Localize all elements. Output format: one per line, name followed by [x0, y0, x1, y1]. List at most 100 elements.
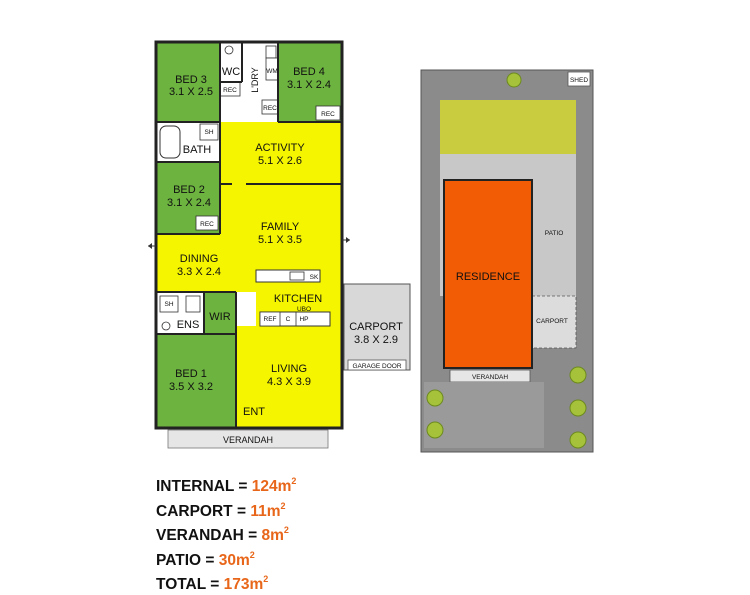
sink-label: SK: [310, 274, 319, 281]
summary-sup: 2: [263, 574, 269, 584]
activity-dims: 5.1 X 2.6: [258, 155, 302, 167]
bed3-label: BED 3: [175, 74, 207, 86]
bed4-rec-label: REC: [321, 111, 335, 118]
entry-label: ENT: [243, 406, 265, 418]
site-carport-label: CARPORT: [536, 318, 568, 325]
residence-block: [443, 179, 533, 369]
ensuite-toilet-icon: [161, 321, 171, 331]
carport-label: CARPORT: [349, 321, 403, 333]
summary-sup: 2: [249, 549, 255, 560]
summary-patio: PATIO = 30m2: [156, 546, 296, 571]
summary-verandah: VERANDAH = 8m2: [156, 521, 296, 546]
laundry-tub: [265, 45, 277, 59]
bath-label: BATH: [183, 144, 212, 156]
laundry-label: L'DRY: [250, 67, 260, 93]
site-plan: SHED RESIDENCE PATIO CARPORT VERANDAH: [420, 69, 594, 453]
fridge-space: [259, 311, 281, 327]
summary-label: VERANDAH =: [156, 527, 262, 544]
patio-label: PATIO: [545, 230, 564, 237]
wc-label: WC: [222, 66, 240, 78]
bed2-label: BED 2: [173, 184, 205, 196]
living-label: LIVING: [271, 363, 307, 375]
summary-value: 124m: [251, 478, 292, 495]
tree-icon: [569, 366, 587, 384]
tree-icons: [426, 72, 587, 449]
kitchen-sink-box: [289, 271, 305, 281]
summary-carport: CARPORT = 11m2: [156, 497, 296, 522]
residence-label: RESIDENCE: [456, 271, 520, 283]
family-label: FAMILY: [261, 221, 300, 233]
dining-room: [156, 234, 256, 292]
summary-total: TOTAL = 173m2: [156, 570, 296, 595]
summary-label: INTERNAL =: [156, 478, 252, 495]
tree-icon: [569, 431, 587, 449]
activity-label: ACTIVITY: [255, 142, 305, 154]
bathtub: [159, 125, 181, 159]
bed3-rec-label: REC: [223, 87, 237, 94]
bath-shower-label: SH: [204, 129, 213, 136]
tree-icon: [569, 399, 587, 417]
dining-label: DINING: [180, 253, 219, 265]
summary-value: 30m: [218, 551, 250, 569]
internal-walls: [156, 42, 342, 428]
floor-plan-diagram: BED 3 3.1 X 2.5 WC L'DRY BED 4 3.1 X 2.4…: [148, 40, 594, 453]
bed3-room: [156, 42, 220, 122]
bed4-robe: [315, 105, 341, 121]
summary-internal: INTERNAL = 124m2: [156, 472, 296, 497]
ensuite-label: ENS: [177, 319, 200, 331]
bed2-robe: [195, 215, 219, 231]
garage-door-box: [347, 359, 407, 371]
summary-sup: 2: [280, 500, 286, 511]
summary-label: PATIO =: [156, 551, 219, 569]
verandah-label: VERANDAH: [223, 435, 273, 445]
hotplate-label: HP: [299, 316, 308, 323]
shed-area: [567, 71, 591, 87]
shed-label: SHED: [570, 77, 588, 84]
floor-plan: BED 3 3.1 X 2.5 WC L'DRY BED 4 3.1 X 2.4…: [148, 40, 411, 449]
summary-value: 11m: [250, 502, 281, 520]
activity-room: [220, 122, 342, 184]
bed1-dims: 3.5 X 3.2: [169, 381, 213, 393]
summary-label: CARPORT =: [156, 502, 251, 520]
wir-room: [204, 292, 236, 334]
tree-icon: [506, 72, 522, 88]
cooktop-label: C: [286, 316, 291, 323]
washer-label: WM: [266, 68, 278, 75]
bed3-dims: 3.1 X 2.5: [169, 86, 213, 98]
laundry-rec-label: REC: [263, 105, 277, 112]
kitchen-label: KITCHEN: [274, 293, 322, 305]
bed2-dims: 3.1 X 2.4: [167, 197, 211, 209]
ensuite-shower-label: SH: [164, 301, 173, 308]
dining-dims: 3.3 X 2.4: [177, 266, 221, 278]
bed1-label: BED 1: [175, 368, 207, 380]
bed4-dims: 3.1 X 2.4: [287, 79, 331, 91]
summary-value: 8m: [261, 527, 284, 544]
bath-shower: [199, 123, 219, 141]
bed1-room: [156, 334, 236, 428]
tree-icon: [426, 389, 444, 407]
summary-sup: 2: [283, 525, 289, 535]
rear-lawn: [424, 382, 544, 448]
ensuite-vanity: [185, 295, 201, 313]
wc-toilet-icon: [224, 45, 234, 55]
wir-label: WIR: [209, 311, 230, 323]
summary-sup: 2: [291, 476, 297, 486]
carport-dims: 3.8 X 2.9: [354, 334, 398, 346]
family-dims: 5.1 X 3.5: [258, 234, 302, 246]
bed4-label: BED 4: [293, 66, 325, 78]
living-room: [236, 326, 342, 428]
garage-door-label: GARAGE DOOR: [352, 363, 401, 370]
ubo-label: UBO: [297, 306, 311, 313]
verandah-area: [167, 429, 329, 449]
carport-area: [344, 284, 410, 370]
site-verandah-label: VERANDAH: [472, 374, 508, 381]
ensuite-shower: [159, 295, 179, 313]
living-dims: 4.3 X 3.9: [267, 376, 311, 388]
summary-value: 173m: [223, 576, 264, 593]
fridge-label: REF: [264, 316, 277, 323]
tree-icon: [426, 421, 444, 439]
front-lawn: [440, 100, 576, 154]
summary-label: TOTAL =: [156, 576, 224, 593]
area-summary: INTERNAL = 124m2 CARPORT = 11m2 VERANDAH…: [156, 472, 296, 595]
bed2-rec-label: REC: [200, 221, 214, 228]
